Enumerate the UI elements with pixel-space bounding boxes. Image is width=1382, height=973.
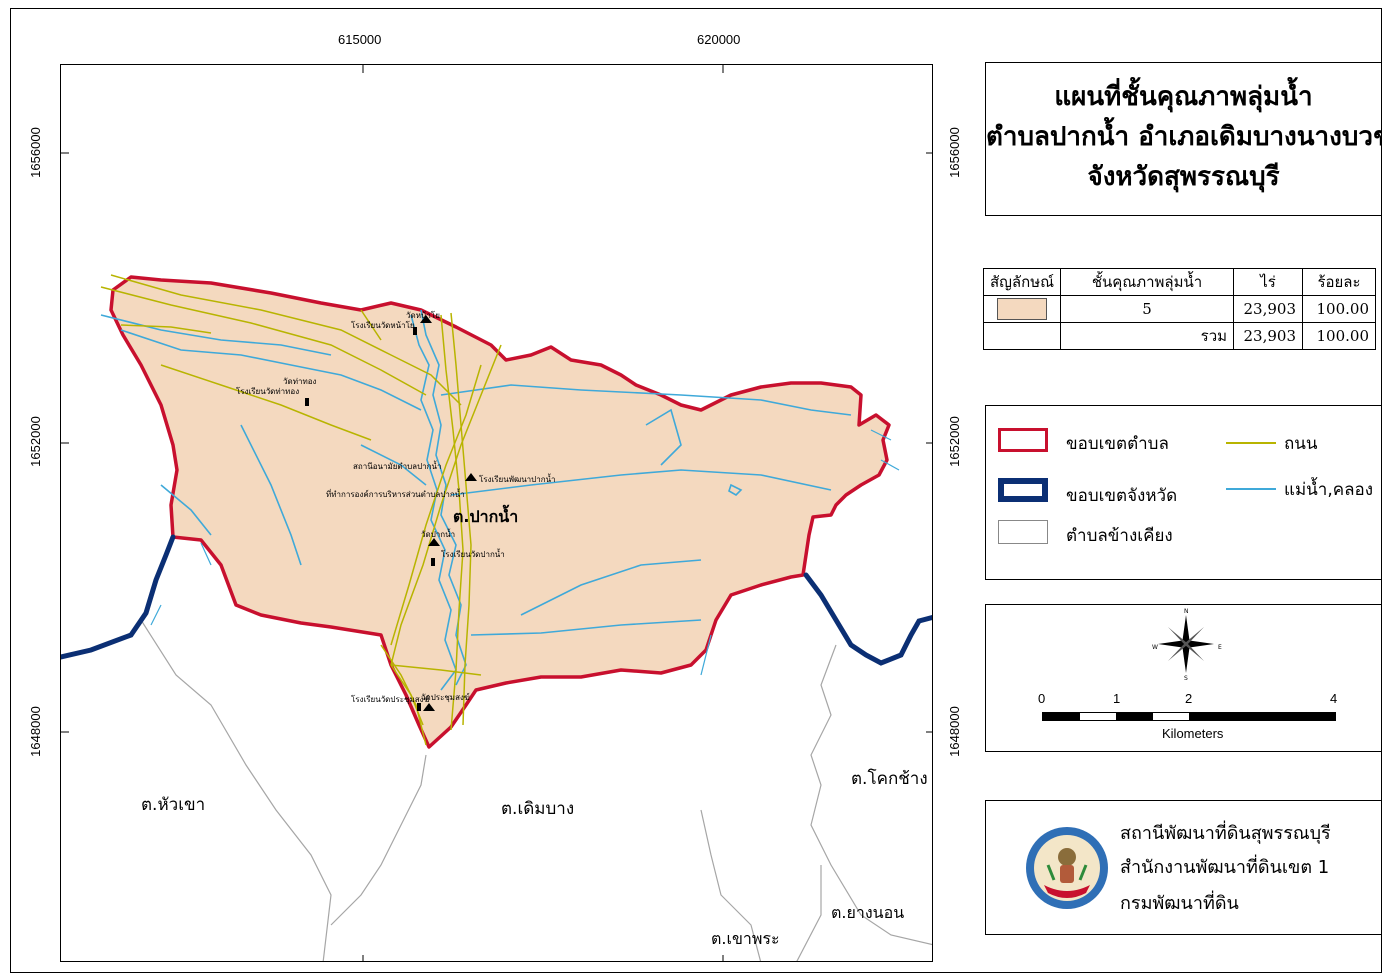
place-label: วัดหน้าโย bbox=[406, 311, 440, 320]
right-tick-1656000: 1656000 bbox=[946, 127, 962, 178]
agency-line-1: สถานีพัฒนาที่ดินสุพรรณบุรี bbox=[1120, 823, 1331, 844]
header-percent: ร้อยละ bbox=[1302, 268, 1377, 296]
neighbor-label: ต.หัวเขา bbox=[141, 795, 206, 815]
agency-line-2: สำนักงานพัฒนาที่ดินเขต 1 bbox=[1120, 857, 1330, 878]
neighbor-boundaries bbox=[140, 619, 932, 961]
legend-province-label: ขอบเขตจังหวัด bbox=[1066, 486, 1178, 506]
scale-tick-0: 0 bbox=[1038, 691, 1046, 706]
place-label: สถานีอนามัยตำบลปากน้ำ bbox=[353, 462, 442, 471]
class-value: 5 bbox=[1060, 295, 1235, 323]
place-label: โรงเรียนวัดปากน้ำ bbox=[441, 550, 505, 559]
left-tick-1652000: 1652000 bbox=[27, 416, 43, 467]
road-swatch bbox=[1226, 442, 1276, 444]
place-label: วัดท่าทอง bbox=[283, 377, 317, 386]
neighbor-label: ต.โคกช้าง bbox=[851, 769, 928, 789]
agency-seal-icon bbox=[1026, 827, 1108, 909]
legend-neighbor-label: ตำบลข้างเคียง bbox=[1066, 526, 1173, 546]
legend-road-label: ถนน bbox=[1284, 434, 1318, 454]
legend-river-label: แม่น้ำ,คลอง bbox=[1284, 480, 1374, 500]
roads bbox=[100, 274, 502, 746]
north-arrow-icon bbox=[1158, 615, 1214, 673]
header-rai: ไร่ bbox=[1233, 268, 1304, 296]
header-symbol: สัญลักษณ์ bbox=[982, 268, 1062, 296]
province-boundary bbox=[61, 534, 932, 666]
legend-box: ขอบเขตตำบล ขอบเขตจังหวัด ตำบลข้างเคียง ถ… bbox=[985, 405, 1382, 580]
map-frame[interactable]: โรงเรียนวัดหน้าโย วัดหน้าโย วัดท่าทอง โร… bbox=[60, 64, 933, 962]
subdistrict-boundary-swatch bbox=[998, 428, 1048, 452]
title-line-2: ตำบลปากน้ำ อำเภอเดิมบางนางบวช bbox=[986, 122, 1382, 152]
right-tick-1648000: 1648000 bbox=[946, 706, 962, 757]
total-percent: 100.00 bbox=[1302, 322, 1377, 350]
outer-streams bbox=[150, 429, 900, 676]
total-rai: 23,903 bbox=[1233, 322, 1304, 350]
neighbor-swatch bbox=[998, 520, 1048, 544]
north-letter: N bbox=[1184, 608, 1189, 615]
subdistrict-area[interactable] bbox=[109, 275, 891, 749]
rai-value: 23,903 bbox=[1233, 295, 1304, 323]
title-line-3: จังหวัดสุพรรณบุรี bbox=[1087, 162, 1280, 192]
map-title-box: แผนที่ชั้นคุณภาพลุ่มน้ำ ตำบลปากน้ำ อำเภอ… bbox=[985, 62, 1382, 216]
scale-bar bbox=[1042, 712, 1336, 721]
top-tick-615000: 615000 bbox=[338, 32, 382, 47]
top-tick-620000: 620000 bbox=[697, 32, 741, 47]
rivers bbox=[100, 309, 852, 691]
neighbor-label: ต.เขาพระ bbox=[711, 929, 780, 948]
neighbor-label: ต.ยางนอน bbox=[831, 903, 905, 922]
agency-box: สถานีพัฒนาที่ดินสุพรรณบุรี สำนักงานพัฒนา… bbox=[985, 800, 1382, 935]
east-letter: E bbox=[1218, 644, 1222, 651]
map-canvas bbox=[61, 65, 932, 961]
table-row: 5 23,903 100.00 bbox=[982, 295, 1377, 323]
neighbor-label: ต.เดิมบาง bbox=[501, 799, 575, 819]
place-label: วัดปากน้ำ bbox=[421, 530, 456, 539]
place-markers bbox=[305, 315, 477, 711]
stats-table-wrapper: สัญลักษณ์ ชั้นคุณภาพลุ่มน้ำ ไร่ ร้อยละ 5… bbox=[982, 268, 1377, 350]
left-tick-1656000: 1656000 bbox=[27, 127, 43, 178]
scale-tick-1: 1 bbox=[1113, 691, 1121, 706]
total-label: รวม bbox=[1060, 322, 1235, 350]
header-class: ชั้นคุณภาพลุ่มน้ำ bbox=[1060, 268, 1235, 296]
legend-subdistrict-label: ขอบเขตตำบล bbox=[1066, 434, 1169, 454]
place-label: โรงเรียนพัฒนาปากน้ำ bbox=[479, 475, 556, 484]
province-boundary-swatch bbox=[998, 478, 1048, 502]
main-subdistrict-label: ต.ปากน้ำ bbox=[453, 507, 519, 526]
place-label: โรงเรียนวัดประชุมสงฆ์ bbox=[351, 695, 430, 704]
frame-ticks bbox=[61, 65, 932, 961]
place-label: โรงเรียนวัดหน้าโย bbox=[351, 321, 415, 330]
right-tick-1652000: 1652000 bbox=[946, 416, 962, 467]
scale-tick-4: 4 bbox=[1330, 691, 1338, 706]
stats-table: สัญลักษณ์ ชั้นคุณภาพลุ่มน้ำ ไร่ ร้อยละ 5… bbox=[982, 268, 1377, 350]
place-label: โรงเรียนวัดท่าทอง bbox=[236, 387, 300, 396]
title-line-1: แผนที่ชั้นคุณภาพลุ่มน้ำ bbox=[1054, 82, 1313, 112]
scale-tick-2: 2 bbox=[1185, 691, 1193, 706]
scale-box: N S E W 0 1 2 4 Kilometers bbox=[985, 604, 1382, 752]
place-label: วัดประชุมสงฆ์ bbox=[421, 693, 470, 702]
scale-unit-label: Kilometers bbox=[1162, 726, 1224, 741]
place-label: ที่ทำการองค์การบริหารส่วนตำบลปากน้ำ bbox=[326, 490, 465, 499]
west-letter: W bbox=[1152, 644, 1158, 651]
percent-value: 100.00 bbox=[1302, 295, 1377, 323]
south-letter: S bbox=[1184, 675, 1188, 682]
river-swatch bbox=[1226, 488, 1276, 490]
table-total-row: รวม 23,903 100.00 bbox=[982, 322, 1377, 350]
symbol-swatch bbox=[982, 295, 1062, 323]
left-tick-1648000: 1648000 bbox=[27, 706, 43, 757]
agency-line-3: กรมพัฒนาที่ดิน bbox=[1120, 893, 1239, 914]
